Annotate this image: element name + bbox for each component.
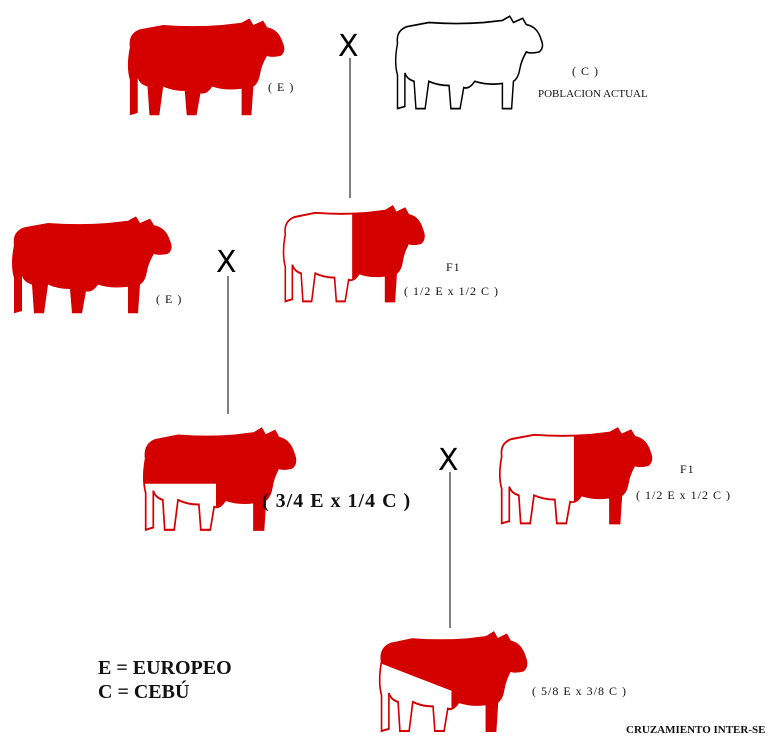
label-e-middle: ( E ): [156, 292, 182, 307]
cross-mark-top: X: [338, 29, 359, 64]
label-f1-bottom: F1: [680, 462, 695, 477]
cross-mark-middle: X: [216, 245, 237, 280]
label-f1-top: F1: [446, 260, 461, 275]
label-poblacion-actual: POBLACION ACTUAL: [538, 88, 648, 100]
label-f1-top-ratio: ( 1/2 E x 1/2 C ): [404, 284, 499, 299]
cow-five-eighths: [380, 632, 527, 731]
label-f1-bottom-ratio: ( 1/2 E x 1/2 C ): [636, 488, 731, 503]
cow-f1-half-top: [284, 206, 424, 301]
cow-cebu-outline: [396, 16, 543, 108]
footer-caption: CRUZAMIENTO INTER-SE: [626, 724, 765, 736]
legend-cebu: C = CEBÚ: [98, 680, 189, 704]
label-c-top: ( C ): [572, 64, 599, 79]
cross-mark-bottom: X: [438, 443, 459, 478]
label-three-quarter: ( 3/4 E x 1/4 C ): [262, 490, 411, 513]
legend-europeo: E = EUROPEO: [98, 656, 232, 680]
cow-european-top: [128, 18, 284, 115]
cow-european-middle: [12, 216, 172, 313]
cow-f1-half-bottom: [500, 428, 652, 523]
label-e-top: ( E ): [268, 80, 294, 95]
cow-three-quarter: [144, 429, 296, 530]
label-five-eighths: ( 5/8 E x 3/8 C ): [532, 684, 627, 699]
